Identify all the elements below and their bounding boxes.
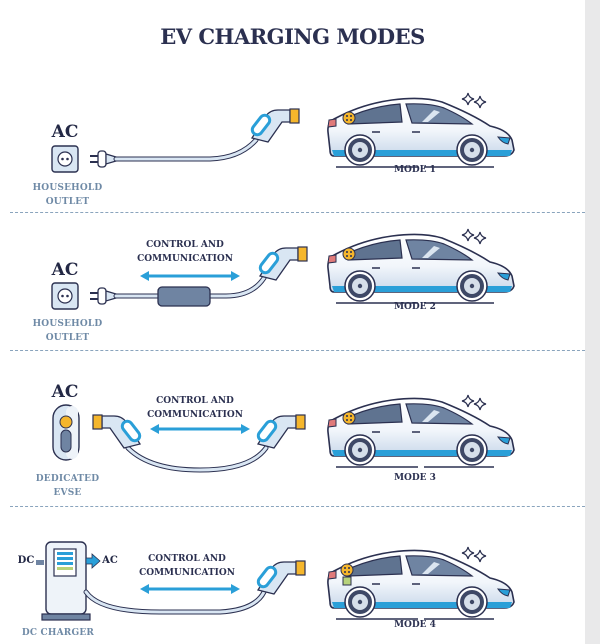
mode2-label: MODE 2 (394, 302, 436, 312)
section-divider (10, 506, 585, 507)
mode4-ac-label: AC (102, 555, 118, 566)
mode2-control-label: CONTROL AND COMMUNICATION (137, 240, 233, 264)
charging-plug-icon (254, 559, 307, 596)
mode4-label: MODE 4 (394, 620, 436, 630)
mode2-source-label: HOUSEHOLD OUTLET (32, 319, 103, 343)
section-divider (10, 350, 585, 351)
mode4-control-label: CONTROL AND COMMUNICATION (139, 554, 235, 578)
section-divider (10, 212, 585, 213)
right-edge-strip (585, 0, 600, 644)
diagram-title: EV CHARGING MODES (160, 24, 425, 49)
mode3-source-label: DEDICATED EVSE (35, 474, 100, 498)
sparkle-icon (461, 546, 487, 563)
dc-charger-icon (36, 541, 101, 621)
mode3-current-label: AC (51, 382, 79, 402)
in-cable-control-box (157, 286, 211, 307)
mode3-control-label: CONTROL AND COMMUNICATION (147, 396, 243, 420)
mode1-label: MODE 1 (394, 165, 436, 175)
mode1-source-label: HOUSEHOLD OUTLET (32, 183, 103, 207)
mode3-label: MODE 3 (394, 473, 436, 483)
mode4-dc-label: DC (17, 555, 35, 566)
evse-wallbox-icon (52, 404, 80, 461)
mode4-source-label: DC CHARGER (21, 628, 95, 638)
mode2-current-label: AC (51, 260, 79, 280)
mode1-current-label: AC (51, 122, 79, 142)
car-icon (327, 549, 515, 620)
